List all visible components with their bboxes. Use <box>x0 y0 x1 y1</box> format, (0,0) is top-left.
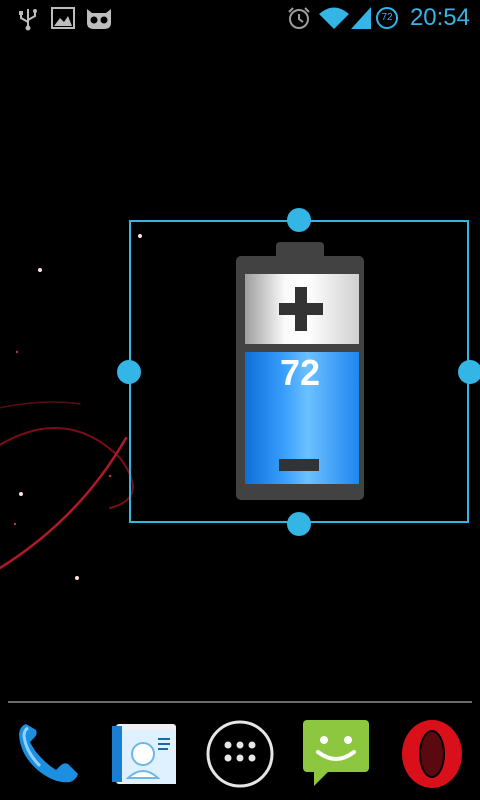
status-bar: 72 20:54 <box>0 0 480 38</box>
resize-handle-top[interactable] <box>287 208 311 232</box>
contacts-icon[interactable] <box>108 716 180 788</box>
resize-handle-left[interactable] <box>117 360 141 384</box>
minus-icon <box>279 459 319 471</box>
battery-status-icon: 72 <box>376 7 398 29</box>
battery-cap <box>276 242 324 258</box>
image-icon <box>51 7 75 29</box>
resize-handle-right[interactable] <box>458 360 480 384</box>
app-drawer-icon[interactable] <box>204 716 276 788</box>
usb-icon <box>19 9 37 31</box>
alarm-icon <box>288 7 310 29</box>
status-clock: 20:54 <box>409 4 470 31</box>
dock-divider <box>8 701 472 703</box>
battery-level-text: 72 <box>279 352 321 393</box>
battery-widget[interactable]: 72 <box>234 242 366 502</box>
wifi-icon <box>319 7 349 29</box>
opera-icon[interactable] <box>396 716 468 788</box>
cyanogen-icon <box>87 9 111 29</box>
plus-icon-vertical <box>295 287 307 331</box>
battery-body <box>236 256 364 500</box>
messaging-icon[interactable] <box>300 716 372 788</box>
signal-icon <box>351 7 371 29</box>
phone-icon[interactable] <box>12 716 84 788</box>
resize-handle-bottom[interactable] <box>287 512 311 536</box>
